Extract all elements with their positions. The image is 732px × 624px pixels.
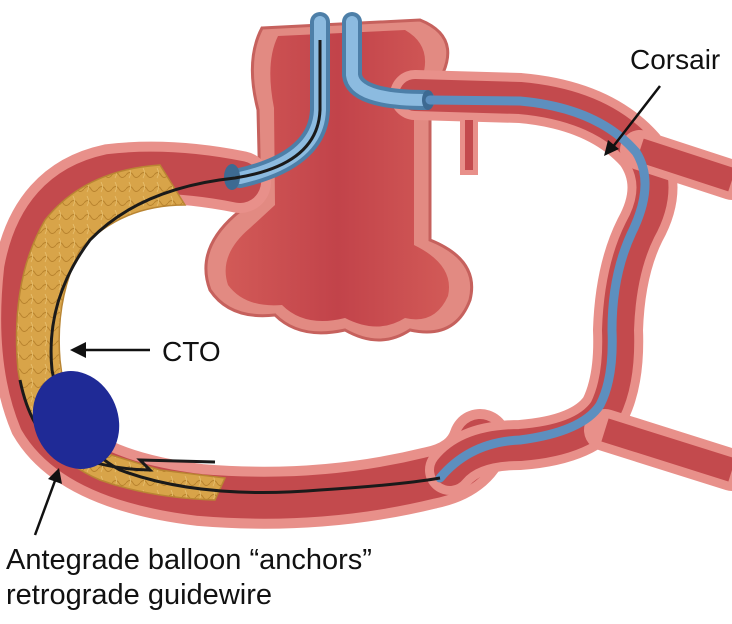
corsair-microcatheter [425,95,650,483]
retrograde-guidewire [49,40,441,494]
right-coronary-vessel [390,70,732,495]
caption-line-2: retrograde guidewire [6,579,272,611]
caption-line-1: Antegrade balloon “anchors” [6,544,372,576]
antegrade-balloon [32,371,120,469]
annotation-arrows [33,85,661,536]
cto-label: CTO [162,336,221,367]
corsair-label: Corsair [630,44,721,75]
